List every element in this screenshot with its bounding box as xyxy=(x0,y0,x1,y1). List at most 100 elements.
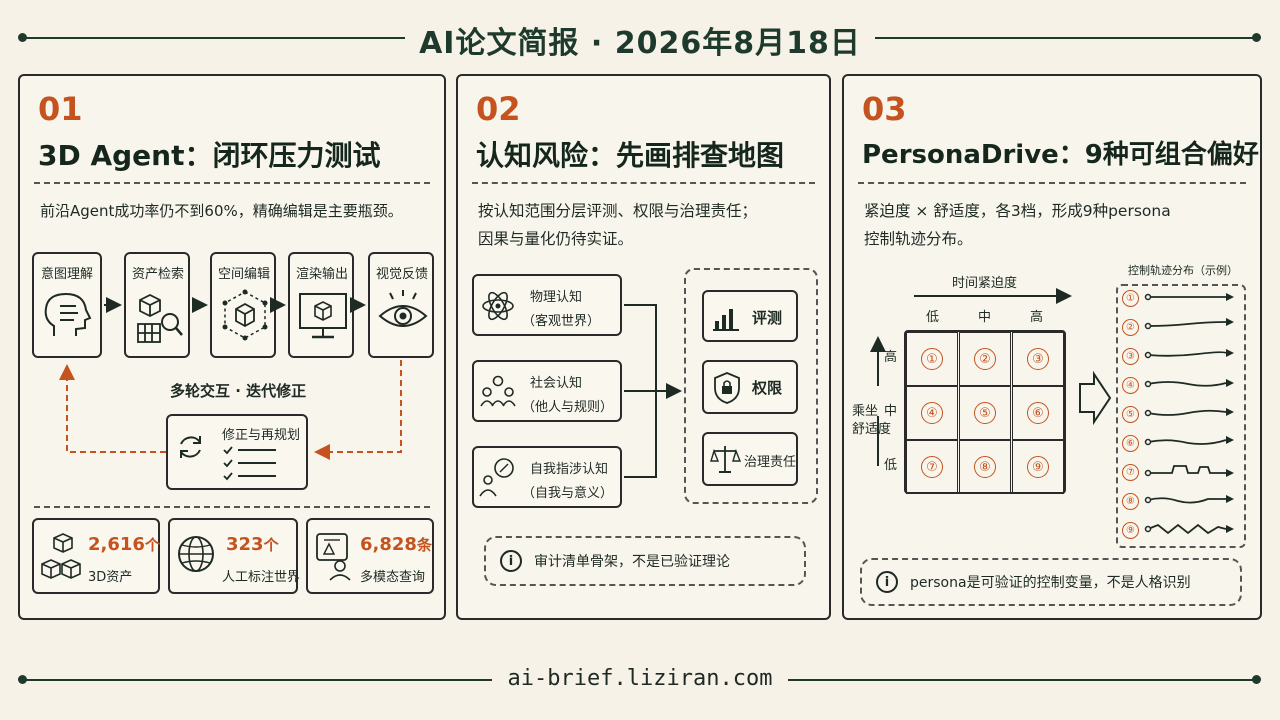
trajectory-curve xyxy=(1144,379,1234,388)
trajectory-curve xyxy=(1144,465,1234,477)
target-label: 评测 xyxy=(752,309,783,327)
trajectory-curve xyxy=(1144,408,1234,417)
stat-label: 多模态查询 xyxy=(360,570,426,585)
panel-description: 前沿Agent成功率仍不到60%，精确编辑是主要瓶颈。 xyxy=(40,202,403,220)
grid-cell: ① xyxy=(906,332,958,386)
stat-label: 3D资产 xyxy=(88,570,133,585)
eye-icon xyxy=(378,290,428,327)
trajectory-curve xyxy=(1144,436,1234,446)
source-subtitle: （客观世界） xyxy=(522,314,601,329)
monitor-icon xyxy=(299,293,347,339)
panel-title: 认知风险：先画排查地图 xyxy=(476,139,785,172)
trajectory-number: ② xyxy=(1122,319,1139,336)
trajectory-curve xyxy=(1144,318,1234,330)
grid-cell: ⑨ xyxy=(1012,440,1064,494)
step-label: 资产检索 xyxy=(132,267,185,282)
caveat-note: i 审计清单骨架，不是已验证理论 xyxy=(484,536,806,586)
source-title: 社会认知 xyxy=(530,376,583,391)
stat-card-queries: 6,828条 多模态查询 xyxy=(306,518,434,594)
trajectory-number: ⑤ xyxy=(1122,406,1139,423)
stat-card-assets: 2,616个 3D资产 xyxy=(32,518,160,594)
footer-url: ai-brief.liziran.com xyxy=(0,666,1280,691)
target-evaluation: 评测 xyxy=(702,290,798,342)
source-subtitle: （他人与规则） xyxy=(522,400,614,415)
panel-description-line-2: 因果与量化仍待实证。 xyxy=(478,230,634,248)
shield-lock-icon xyxy=(714,372,740,404)
y-level-high: 高 xyxy=(884,350,898,365)
divider xyxy=(34,506,430,508)
panel-cognitive-risk: 02 认知风险：先画排查地图 按认知范围分层评测、权限与治理责任； 因果与量化仍… xyxy=(456,74,831,620)
grid-cell: ⑧ xyxy=(959,440,1011,494)
header-rule-right xyxy=(866,37,1256,39)
step-label: 空间编辑 xyxy=(218,267,271,282)
panel-description-line-1: 按认知范围分层评测、权限与治理责任； xyxy=(478,202,758,220)
target-label: 治理责任 xyxy=(744,455,797,470)
trajectory-curve xyxy=(1144,495,1234,504)
connector-lines xyxy=(624,304,682,478)
source-social: 社会认知 （他人与规则） xyxy=(472,360,622,422)
panel-number: 03 xyxy=(862,90,907,128)
target-permission: 权限 xyxy=(702,360,798,414)
panel-title: 3D Agent：闭环压力测试 xyxy=(38,139,381,172)
divider xyxy=(858,182,1246,184)
divider xyxy=(34,182,430,184)
page-title: AI论文简报 · 2026年8月18日 xyxy=(0,18,1280,62)
source-title: 物理认知 xyxy=(530,290,583,305)
step-box-render: 渲染输出 xyxy=(288,252,354,358)
scales-icon xyxy=(710,446,742,473)
source-physical: 物理认知 （客观世界） xyxy=(472,274,622,336)
grid-cell: ⑤ xyxy=(959,386,1011,440)
trajectory-list xyxy=(1116,284,1246,548)
source-subtitle: （自我与意义） xyxy=(522,486,614,501)
stat-label: 人工标注世界 xyxy=(222,570,301,585)
target-label: 权限 xyxy=(752,379,783,397)
checklist-icon xyxy=(223,446,276,481)
atom-icon xyxy=(482,291,514,321)
grid-cell: ⑦ xyxy=(906,440,958,494)
footer-rule-left xyxy=(24,679,504,681)
x-level-high: 高 xyxy=(1030,310,1044,325)
x-level-mid: 中 xyxy=(978,310,992,325)
head-icon xyxy=(44,292,92,336)
header-rule-left xyxy=(24,37,414,39)
header-left-dot xyxy=(18,33,27,42)
globe-icon xyxy=(178,536,214,572)
y-level-mid: 中 xyxy=(884,404,898,419)
grid-cell: ② xyxy=(959,332,1011,386)
trajectory-number: ⑨ xyxy=(1122,522,1139,539)
refresh-icon xyxy=(180,436,201,458)
y-axis-title-line-2: 舒适度 xyxy=(852,422,892,437)
footer-rule-right xyxy=(776,679,1256,681)
step-box-visual-feedback: 视觉反馈 xyxy=(368,252,434,358)
caveat-text: persona是可验证的控制变量，不是人格识别 xyxy=(910,575,1191,591)
panel-number: 02 xyxy=(476,90,521,128)
step-box-spatial-edit: 空间编辑 xyxy=(210,252,276,358)
panel-description-line-1: 紧迫度 × 舒适度，各3档，形成9种persona xyxy=(864,202,1171,220)
y-level-low: 低 xyxy=(884,458,898,473)
people-icon xyxy=(480,375,516,407)
stat-card-worlds: 323个 人工标注世界 xyxy=(168,518,301,594)
replan-box: 修正与再规划 xyxy=(166,414,308,490)
stat-value: 323个 xyxy=(226,534,279,555)
trajectory-number: ③ xyxy=(1122,348,1139,365)
loop-label: 多轮交互 · 迭代修正 xyxy=(170,382,307,400)
panel-personadrive: 03 PersonaDrive：9种可组合偏好 紧迫度 × 舒适度，各3档，形成… xyxy=(842,74,1262,620)
step-box-intent: 意图理解 xyxy=(32,252,102,358)
panel-description-line-2: 控制轨迹分布。 xyxy=(864,230,973,248)
stat-value: 6,828条 xyxy=(360,534,432,555)
stat-value: 2,616个 xyxy=(88,534,160,555)
persona-grid: ① ② ③ ④ ⑤ ⑥ ⑦ ⑧ ⑨ xyxy=(904,330,1066,494)
trajectory-number: ⑥ xyxy=(1122,435,1139,452)
trajectory-number: ⑦ xyxy=(1122,464,1139,481)
spatial-edit-icon xyxy=(222,289,268,341)
x-level-low: 低 xyxy=(926,310,940,325)
trajectory-number: ④ xyxy=(1122,377,1139,394)
panel-3d-agent: 01 3D Agent：闭环压力测试 前沿Agent成功率仍不到60%，精确编辑… xyxy=(18,74,446,620)
replan-label: 修正与再规划 xyxy=(222,428,301,443)
target-governance: 治理责任 xyxy=(702,432,798,486)
source-self-referential: 自我指涉认知 （自我与意义） xyxy=(472,446,622,508)
governance-group xyxy=(684,268,818,504)
trajectory-curve xyxy=(1144,523,1234,535)
trajectory-curve xyxy=(1144,293,1234,301)
info-icon: i xyxy=(500,550,522,572)
